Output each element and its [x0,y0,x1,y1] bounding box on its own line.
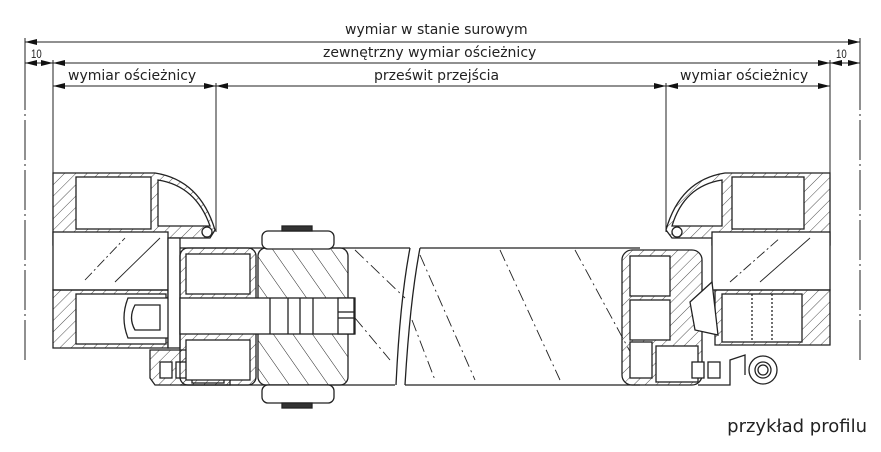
outer-frame-dimension-label: zewnętrzny wymiar ościeżnicy [321,45,539,61]
door-leaf [179,225,641,409]
overall-dimension-label: wymiar w stanie surowym [343,22,530,38]
right-frame-profile [621,172,831,386]
clear-passage-dimension-label: prześwit przejścia [372,68,502,84]
dimension-lines [24,38,861,362]
right-offset-value: 10 [836,47,847,61]
right-frame-dimension-label: wymiar ościeżnicy [678,68,811,84]
profile-caption: przykład profilu [727,416,867,437]
left-offset-value: 10 [31,47,42,61]
left-frame-dimension-label: wymiar ościeżnicy [66,68,199,84]
